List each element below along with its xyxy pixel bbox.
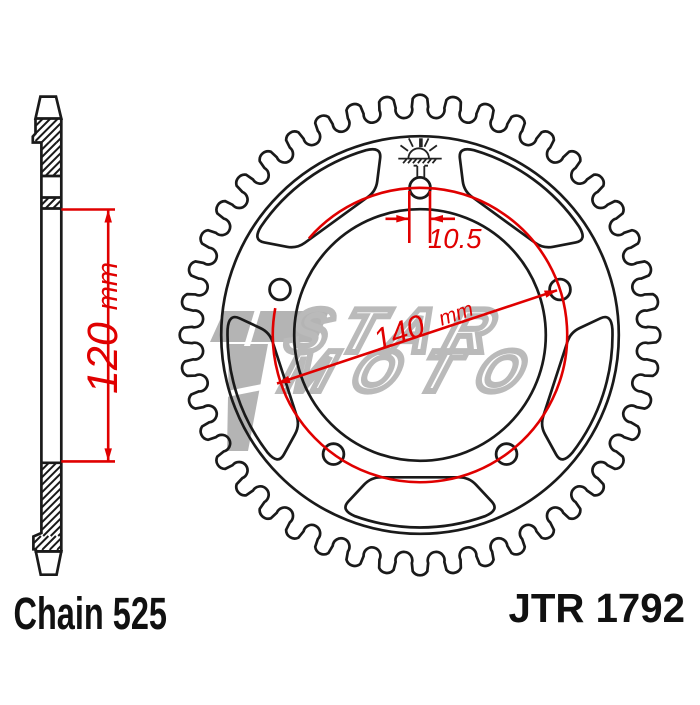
svg-text:Chain 525: Chain 525 [14,588,168,639]
svg-text:MOTO: MOTO [274,338,556,403]
svg-text:JTR 1792: JTR 1792 [509,585,686,631]
svg-text:10.5: 10.5 [428,223,482,254]
svg-text:STAR: STAR [278,296,517,365]
